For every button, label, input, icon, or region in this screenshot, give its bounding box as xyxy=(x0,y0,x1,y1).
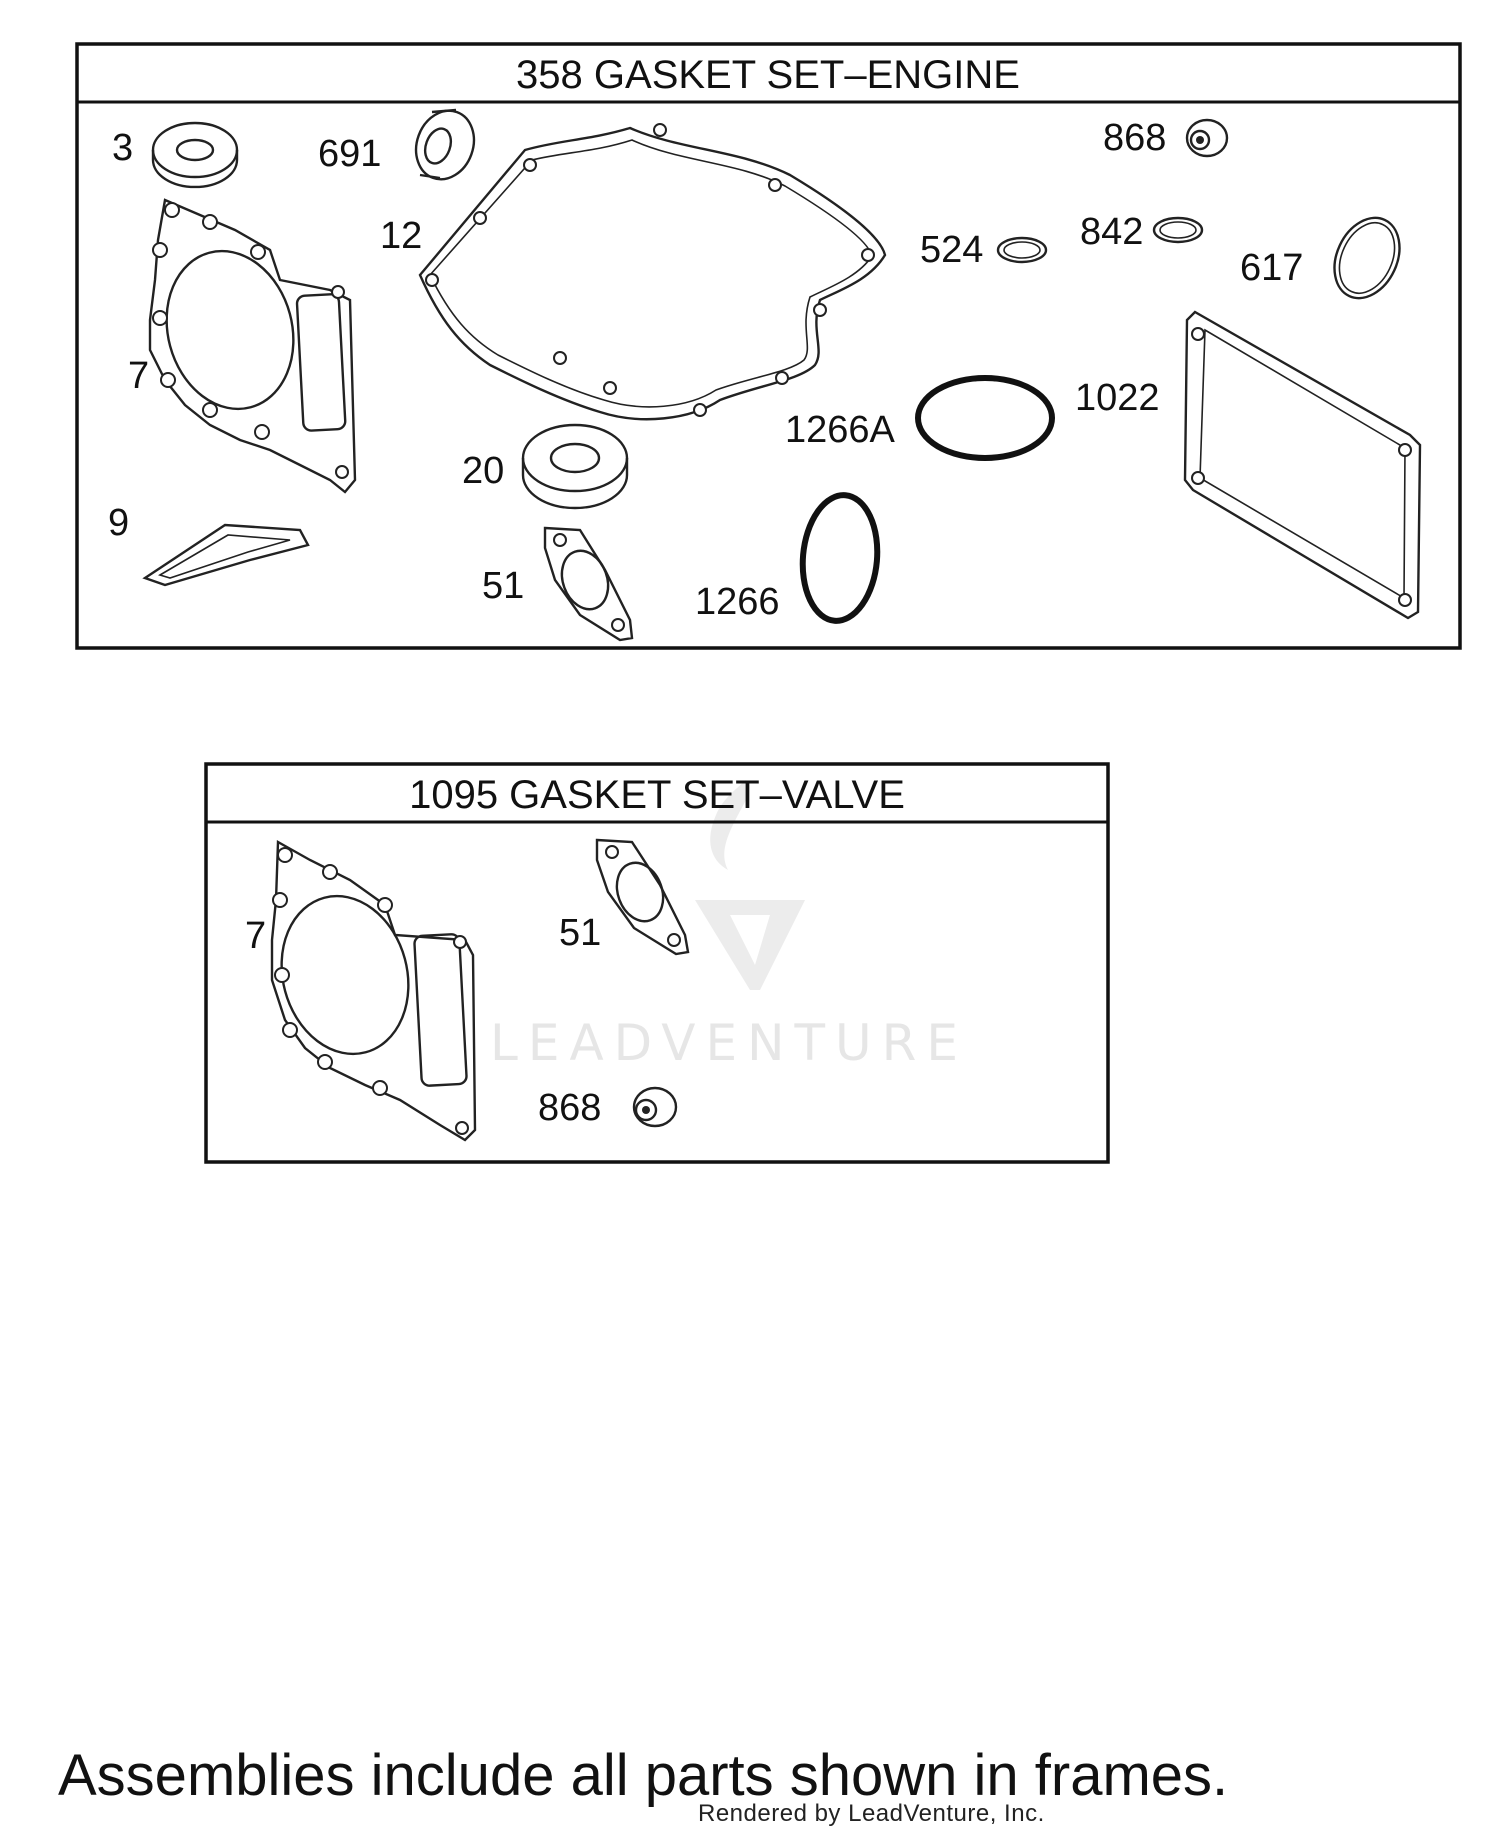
part-label-617: 617 xyxy=(1240,247,1303,289)
part-label-868: 868 xyxy=(1103,117,1166,159)
part-51-exhaust-gasket xyxy=(543,526,634,642)
leadventure-watermark: LEADVENTURE xyxy=(490,780,968,1072)
frame-engine-border xyxy=(75,42,1462,650)
part-868-valve-seal xyxy=(1185,118,1229,158)
part-label-9: 9 xyxy=(108,502,129,544)
part-label-1266: 1266 xyxy=(695,581,780,623)
part-label-51-valve-set: 51 xyxy=(559,912,601,954)
part-12-crankcase-gasket xyxy=(418,123,887,421)
watermark-v-icon xyxy=(695,900,805,990)
part-label-691: 691 xyxy=(318,133,381,175)
part-label-7-valve-set: 7 xyxy=(245,915,266,957)
rendered-by-credit: Rendered by LeadVenture, Inc. xyxy=(698,1800,1045,1827)
part-868-valve-seal-valve-set xyxy=(632,1086,678,1128)
part-617-seal-ring xyxy=(1333,216,1401,300)
frame-valve-border xyxy=(204,762,1110,1164)
part-3-oil-seal xyxy=(151,121,239,189)
part-label-1022: 1022 xyxy=(1075,377,1160,419)
frame-valve-title: 1095 GASKET SET–VALVE xyxy=(409,773,905,817)
part-7-head-gasket-valve-set xyxy=(270,839,477,1142)
part-7-head-gasket xyxy=(148,198,357,494)
part-20-oil-seal xyxy=(521,423,629,510)
part-label-3: 3 xyxy=(112,127,133,169)
part-label-842: 842 xyxy=(1080,211,1143,253)
part-1022-rocker-cover-gasket xyxy=(1183,310,1422,620)
part-524-o-ring xyxy=(996,236,1048,264)
part-9-gasket xyxy=(142,523,310,587)
assemblies-note: Assemblies include all parts shown in fr… xyxy=(58,1743,1229,1808)
part-1266a-o-ring xyxy=(915,375,1055,461)
part-label-12: 12 xyxy=(380,215,422,257)
frame-engine-title: 358 GASKET SET–ENGINE xyxy=(516,53,1020,97)
part-label-7: 7 xyxy=(128,355,149,397)
part-label-1266a: 1266A xyxy=(785,409,896,451)
watermark-flame-icon xyxy=(710,780,746,870)
frame-valve-gasket-set: 1095 GASKET SET–VALVE 7 51 xyxy=(204,762,1110,1164)
part-842-o-ring xyxy=(1152,216,1204,244)
part-label-524: 524 xyxy=(920,229,983,271)
watermark-text: LEADVENTURE xyxy=(490,1014,968,1072)
part-label-20: 20 xyxy=(462,450,504,492)
frame-engine-gasket-set: 358 GASKET SET–ENGINE 3 691 xyxy=(75,42,1462,650)
part-label-868-valve-set: 868 xyxy=(538,1087,601,1129)
part-1266-o-ring xyxy=(799,492,881,624)
part-691-oil-seal xyxy=(414,108,476,181)
part-51-exhaust-gasket-valve-set xyxy=(595,838,690,956)
part-label-51: 51 xyxy=(482,565,524,607)
